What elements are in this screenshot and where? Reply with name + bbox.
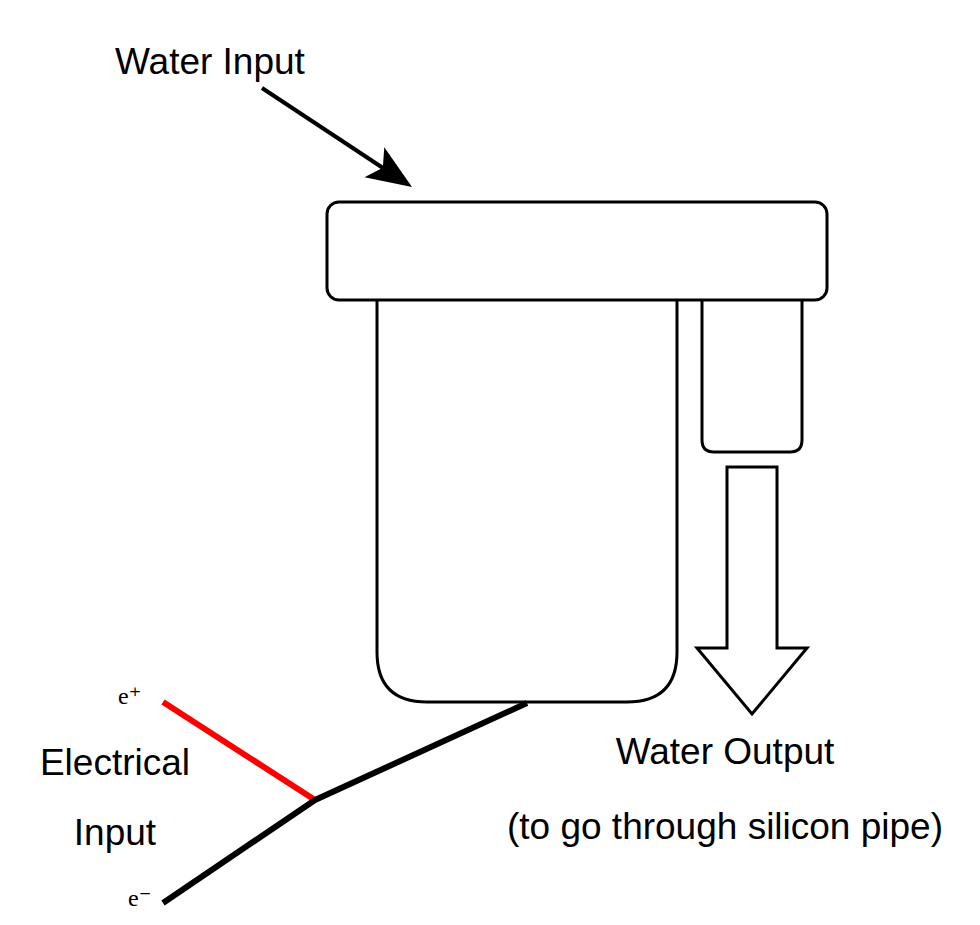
input-label: Electrical Input bbox=[25, 728, 205, 868]
pump-lid bbox=[327, 202, 827, 300]
note-label: (to go through silicon pipe) bbox=[507, 805, 943, 849]
terminal-label: e⁺ bbox=[118, 682, 141, 710]
outlet-tube bbox=[702, 300, 802, 452]
terminal-label: e⁻ bbox=[128, 884, 151, 912]
flow-label: Water Output bbox=[616, 730, 835, 774]
input-pointer-line bbox=[262, 88, 383, 168]
pump-body bbox=[377, 300, 677, 702]
negative-wire bbox=[163, 703, 527, 903]
input-pointer-head bbox=[365, 147, 413, 187]
output-arrow bbox=[697, 467, 807, 714]
flow-label: Water Input bbox=[115, 40, 305, 84]
